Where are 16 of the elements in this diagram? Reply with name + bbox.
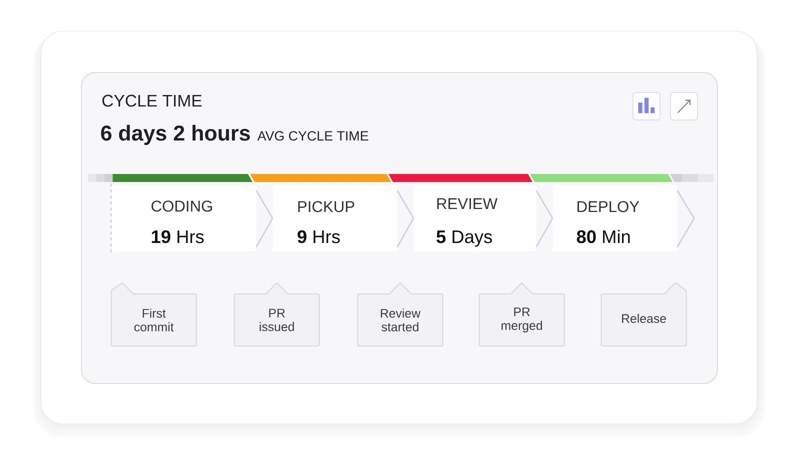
- milestone-callout: First commit: [110, 282, 197, 346]
- chevron: [676, 190, 695, 248]
- stage-box: PICKUP 9 Hrs: [272, 185, 398, 252]
- stage-box: DEPLOY 80 Min: [552, 185, 678, 252]
- milestone-callout: PR merged: [478, 282, 565, 346]
- chevron: [396, 190, 414, 248]
- milestone-callout: Release: [600, 282, 687, 346]
- chevron: [256, 190, 274, 248]
- chevron: [536, 190, 554, 248]
- milestone-callout: Review started: [357, 282, 444, 346]
- stage-box: REVIEW 5 Days: [414, 185, 536, 252]
- metric-label: AVG CYCLE TIME: [257, 131, 368, 141]
- card-title: CYCLE TIME: [102, 94, 202, 107]
- milestone-callout: PR issued: [234, 282, 320, 346]
- metric-value: 6 days 2 hours: [101, 124, 250, 145]
- stage-box: CODING 19 Hrs: [112, 185, 256, 252]
